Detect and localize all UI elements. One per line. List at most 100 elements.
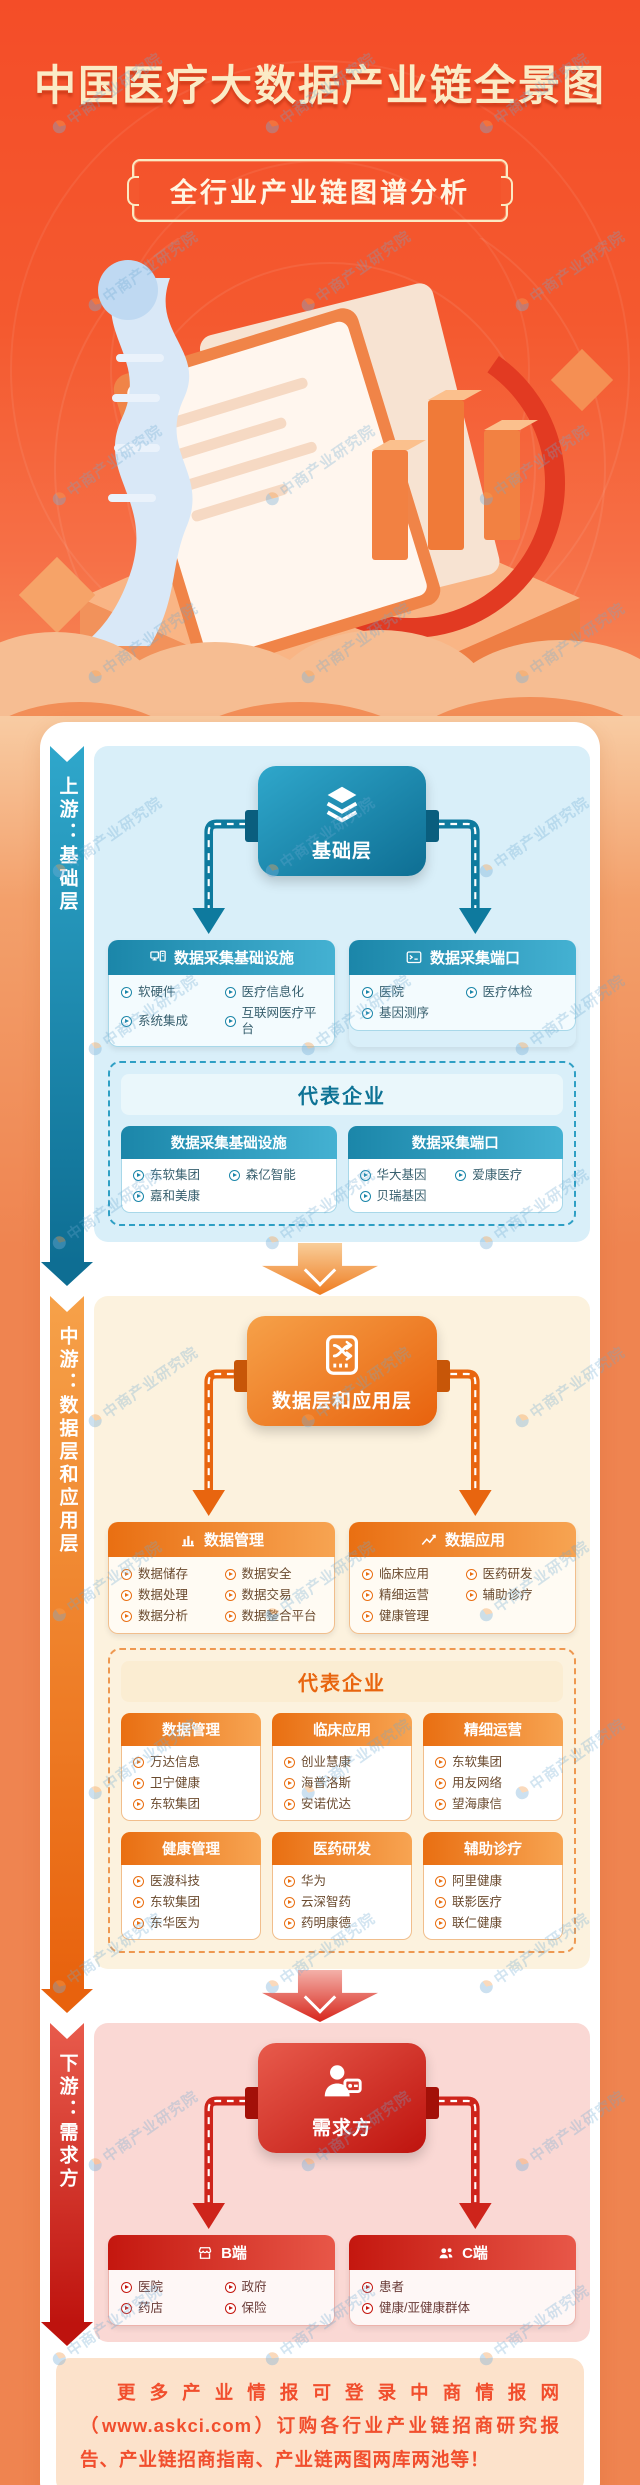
list-item: 数据整合平台 <box>224 1608 323 1624</box>
rep-box-data-management: 数据管理 万达信息 卫宁健康 东软集团 <box>121 1713 261 1821</box>
ribbon-midstream-label: 中游：数据层和应用层 <box>56 1326 78 1556</box>
box-c-side: C端 患者 健康/亚健康群体 <box>349 2235 576 2326</box>
list-item: 数据交易 <box>224 1587 323 1603</box>
bullet-icon <box>121 1610 132 1622</box>
subtitle-frame: 全行业产业链图谱分析 <box>132 159 508 222</box>
rep-box-title: 精细运营 <box>423 1713 563 1746</box>
panel-midstream: 数据层和应用层 数据管理 <box>94 1296 590 1969</box>
company-item: 万达信息 <box>133 1754 249 1770</box>
bullet-icon <box>228 1169 240 1181</box>
flow-gap <box>50 1242 590 1296</box>
connector-lines <box>192 819 492 934</box>
connector-lines <box>192 2096 492 2229</box>
rep-box-title: 数据采集基础设施 <box>121 1126 337 1159</box>
node-label: 数据层和应用层 <box>271 1391 412 1412</box>
bullet-icon <box>359 1190 371 1202</box>
bullet-icon <box>362 1007 373 1019</box>
bullet-icon <box>362 2302 373 2314</box>
rep-box-title: 数据管理 <box>121 1713 261 1746</box>
list-item: 系统集成 <box>121 1005 219 1037</box>
bullet-icon <box>362 1568 373 1580</box>
bullet-icon <box>121 1589 132 1601</box>
list-item: 保险 <box>224 2300 323 2316</box>
list-item: 医药研发 <box>465 1566 564 1582</box>
list-item: 政府 <box>224 2279 323 2295</box>
representative-title: 代表企业 <box>121 1074 563 1115</box>
bullet-icon <box>284 1777 295 1789</box>
bullet-icon <box>455 1169 467 1181</box>
bullet-icon <box>133 1917 144 1929</box>
box-data-collection-infrastructure: 数据采集基础设施 软硬件 医疗信息化 系统集成 互联网医疗平台 <box>108 940 335 1047</box>
bullet-icon <box>362 1589 373 1601</box>
ribbon-upstream-label: 上游：基础层 <box>56 776 78 914</box>
cloud-strip <box>0 630 640 716</box>
list-item: 数据储存 <box>121 1566 219 1582</box>
rep-box-assisted-diagnosis: 辅助诊疗 阿里健康 联影医疗 联仁健康 <box>423 1832 563 1940</box>
representative-title: 代表企业 <box>121 1661 563 1702</box>
terminal-icon <box>406 950 422 963</box>
group-title: 数据采集端口 <box>429 950 520 967</box>
bullet-icon <box>133 1190 144 1202</box>
company-item: 药明康德 <box>284 1915 400 1931</box>
company-item: 安诺优达 <box>284 1796 400 1812</box>
connector-lines <box>192 1369 492 1516</box>
bullet-icon <box>224 1568 236 1580</box>
bullet-icon <box>362 1610 373 1622</box>
node-demand-side: 需求方 <box>245 2043 439 2153</box>
node-label: 需求方 <box>311 2118 372 2139</box>
list-item: 临床应用 <box>362 1566 460 1582</box>
box-data-management: 数据管理 数据储存 数据安全 数据处理 数据交易 数据分析 数据整合平台 <box>108 1522 335 1634</box>
bullet-icon <box>284 1896 295 1908</box>
down-arrow-icon <box>262 1243 378 1295</box>
list-item: 辅助诊疗 <box>465 1587 564 1603</box>
box-b-side: B端 医院 政府 药店 保险 <box>108 2235 335 2326</box>
company-item: 卫宁健康 <box>133 1775 249 1791</box>
company-item: 海普洛斯 <box>284 1775 400 1791</box>
company-item: 华为 <box>284 1873 400 1889</box>
list-item: 数据安全 <box>224 1566 323 1582</box>
rep-box-title: 医药研发 <box>272 1832 412 1865</box>
flow-gap <box>50 1969 590 2023</box>
list-item: 健康管理 <box>362 1608 460 1624</box>
subtitle-text: 全行业产业链图谱分析 <box>170 178 470 208</box>
group-title: 数据应用 <box>444 1532 505 1549</box>
bullet-icon <box>224 1589 236 1601</box>
company-item: 云深智药 <box>284 1894 400 1910</box>
section-upstream: 上游：基础层 <box>41 746 590 1286</box>
bullet-icon <box>133 1798 144 1810</box>
panel-downstream: 需求方 B端 医院 <box>94 2023 590 2342</box>
rep-box-title: 临床应用 <box>272 1713 412 1746</box>
bullet-icon <box>362 986 373 998</box>
bullet-icon <box>133 1756 144 1768</box>
bullet-icon <box>465 1589 477 1601</box>
bullet-icon <box>121 986 132 998</box>
store-icon <box>198 2246 212 2259</box>
bullet-icon <box>435 1917 446 1929</box>
bullet-icon <box>359 1169 371 1181</box>
bullet-icon <box>133 1896 144 1908</box>
bullet-icon <box>362 2281 373 2293</box>
people-icon <box>439 2247 453 2258</box>
company-item: 东软集团 <box>435 1754 551 1770</box>
company-item: 联仁健康 <box>435 1915 551 1931</box>
rep-box-title: 健康管理 <box>121 1832 261 1865</box>
company-item: 东软集团 <box>133 1894 249 1910</box>
bullet-icon <box>284 1917 295 1929</box>
hero-illustration <box>18 238 614 668</box>
bullet-icon <box>435 1896 446 1908</box>
bullet-icon <box>435 1875 446 1887</box>
bars-icon <box>181 1535 194 1546</box>
trend-icon <box>421 1534 436 1545</box>
list-item: 精细运营 <box>362 1587 460 1603</box>
ribbon-arrow-icon <box>41 1989 93 2013</box>
group-title: B端 <box>221 2245 247 2262</box>
ribbon-downstream: 下游：需求方 <box>41 2023 93 2346</box>
ribbon-downstream-label: 下游：需求方 <box>56 2053 78 2191</box>
bullet-icon <box>224 1015 236 1027</box>
node-data-application-layer: 数据层和应用层 <box>234 1316 450 1426</box>
representative-companies-box: 代表企业 数据管理 万达信息 卫宁健康 东软集团 临床应用 <box>108 1648 576 1953</box>
list-item: 健康/亚健康群体 <box>362 2300 563 2316</box>
list-item: 医疗信息化 <box>224 984 323 1000</box>
company-item: 联影医疗 <box>435 1894 551 1910</box>
